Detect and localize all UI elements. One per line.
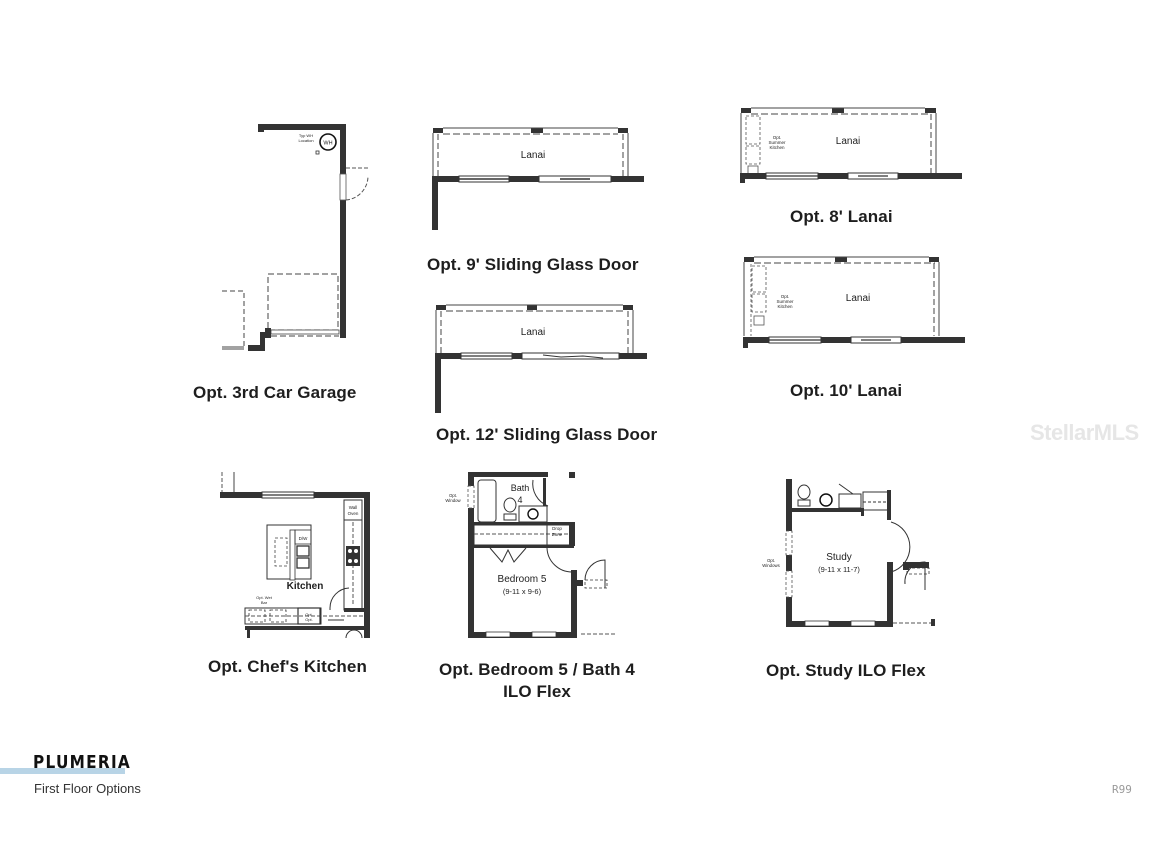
- caption-chefs-kitchen: Opt. Chef's Kitchen: [208, 657, 367, 676]
- svg-text:Opt.: Opt.: [773, 135, 782, 140]
- svg-text:WH: WH: [323, 141, 332, 147]
- svg-text:Typ WH: Typ WH: [299, 133, 313, 138]
- svg-text:Opt.: Opt.: [767, 558, 775, 563]
- brand-accent-bar: [0, 768, 125, 774]
- svg-text:Location: Location: [298, 138, 313, 143]
- svg-text:Study: Study: [826, 552, 852, 563]
- caption-12ft-sliding-glass-door: Opt. 12' Sliding Glass Door: [436, 425, 658, 444]
- study-plan-drawing: Opt. Windows Study (9-11 x 11-7): [762, 479, 935, 627]
- caption-8ft-lanai: Opt. 8' Lanai: [790, 207, 893, 226]
- document-code: R99: [1112, 783, 1132, 796]
- svg-text:Bar: Bar: [261, 600, 268, 605]
- chef-kitchen-plan-drawing: Wall Oven D/W Kitchen Opt. Wet Bar Opt. …: [220, 472, 370, 639]
- svg-text:Bedroom 5: Bedroom 5: [498, 574, 547, 585]
- page-subtitle: First Floor Options: [34, 781, 141, 796]
- svg-text:Summer: Summer: [776, 299, 794, 304]
- svg-text:Wall: Wall: [349, 505, 358, 510]
- caption-3rd-car-garage: Opt. 3rd Car Garage: [193, 383, 357, 402]
- svg-text:Lanai: Lanai: [846, 293, 870, 304]
- bedroom5-bath4-plan-drawing: Opt. Window Bath 4 Drop Zone Bedroom 5 (…: [445, 472, 615, 638]
- svg-text:Bath: Bath: [511, 483, 530, 493]
- svg-text:4: 4: [517, 495, 522, 505]
- caption-bedroom5-bath4-line1: Opt. Bedroom 5 / Bath 4: [439, 660, 635, 679]
- svg-text:Opt.: Opt.: [781, 294, 790, 299]
- lanai8-plan-drawing: Opt. Summer Kitchen Lanai: [740, 107, 962, 183]
- caption-study-ilo-flex: Opt. Study ILO Flex: [766, 661, 926, 680]
- caption-9ft-sliding-glass-door: Opt. 9' Sliding Glass Door: [427, 255, 639, 274]
- svg-text:Summer: Summer: [768, 140, 786, 145]
- caption-bedroom5-bath4-line2: ILO Flex: [503, 682, 571, 701]
- sgd9-plan-drawing: Lanai: [432, 127, 644, 230]
- svg-text:Opt.: Opt.: [449, 493, 457, 498]
- svg-text:Kitchen: Kitchen: [287, 581, 324, 592]
- garage-plan-drawing: WH Typ WH Location: [222, 124, 369, 351]
- svg-text:Opt.: Opt.: [305, 612, 313, 617]
- svg-text:Lanai: Lanai: [836, 136, 860, 147]
- svg-text:(9-11 x 9-6): (9-11 x 9-6): [503, 587, 542, 596]
- watermark: StellarMLS: [1030, 420, 1139, 445]
- svg-text:Kitchen: Kitchen: [769, 145, 785, 150]
- lanai10-plan-drawing: Opt. Summer Kitchen Lanai: [743, 256, 965, 348]
- svg-text:Opt.: Opt.: [305, 617, 313, 622]
- svg-text:Opt. Wet: Opt. Wet: [256, 595, 273, 600]
- svg-text:Zone: Zone: [552, 532, 563, 537]
- svg-text:Lanai: Lanai: [521, 150, 545, 161]
- svg-text:D/W: D/W: [299, 536, 309, 541]
- svg-text:Lanai: Lanai: [521, 327, 545, 338]
- sgd12-plan-drawing: Lanai: [435, 304, 647, 413]
- svg-text:Windows: Windows: [762, 563, 779, 568]
- svg-text:Oven: Oven: [348, 511, 359, 516]
- plan-name: PLUMERIA: [33, 752, 132, 773]
- svg-text:(9-11 x 11-7): (9-11 x 11-7): [818, 565, 860, 574]
- svg-text:Kitchen: Kitchen: [777, 304, 793, 309]
- svg-text:Drop: Drop: [552, 526, 562, 531]
- caption-10ft-lanai: Opt. 10' Lanai: [790, 381, 903, 400]
- svg-text:Window: Window: [445, 498, 461, 503]
